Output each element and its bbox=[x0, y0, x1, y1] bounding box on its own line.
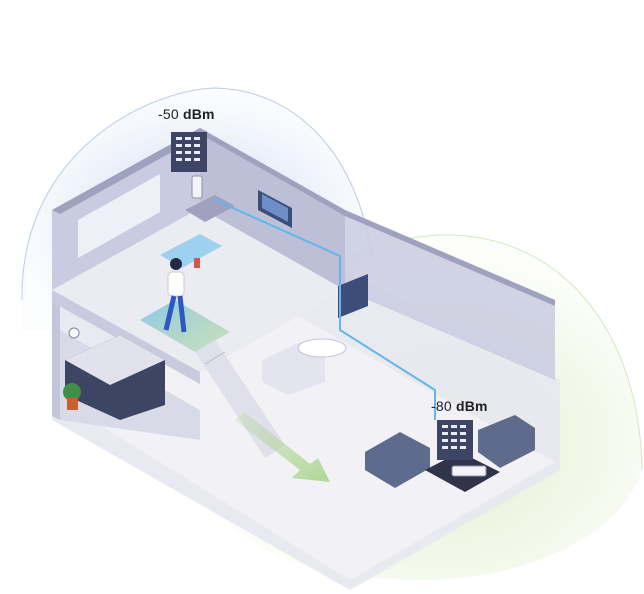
lower-signal-label: -80 dBm bbox=[431, 398, 488, 414]
signal-link bbox=[214, 199, 436, 420]
plant-icon bbox=[63, 383, 81, 401]
building bbox=[52, 128, 560, 590]
upper-signal-value: -50 bbox=[158, 106, 179, 122]
lower-signal-panel bbox=[437, 420, 473, 460]
router-icon bbox=[451, 465, 487, 477]
direction-arrow bbox=[235, 412, 330, 482]
upper-signal-panel bbox=[171, 132, 207, 172]
lower-signal-unit: dBm bbox=[455, 398, 488, 414]
access-point-icon bbox=[191, 175, 203, 199]
person-with-phone bbox=[163, 258, 200, 333]
upper-signal-label: -50 dBm bbox=[158, 106, 215, 122]
lower-signal-value: -80 bbox=[431, 398, 452, 414]
upper-signal-unit: dBm bbox=[182, 106, 215, 122]
